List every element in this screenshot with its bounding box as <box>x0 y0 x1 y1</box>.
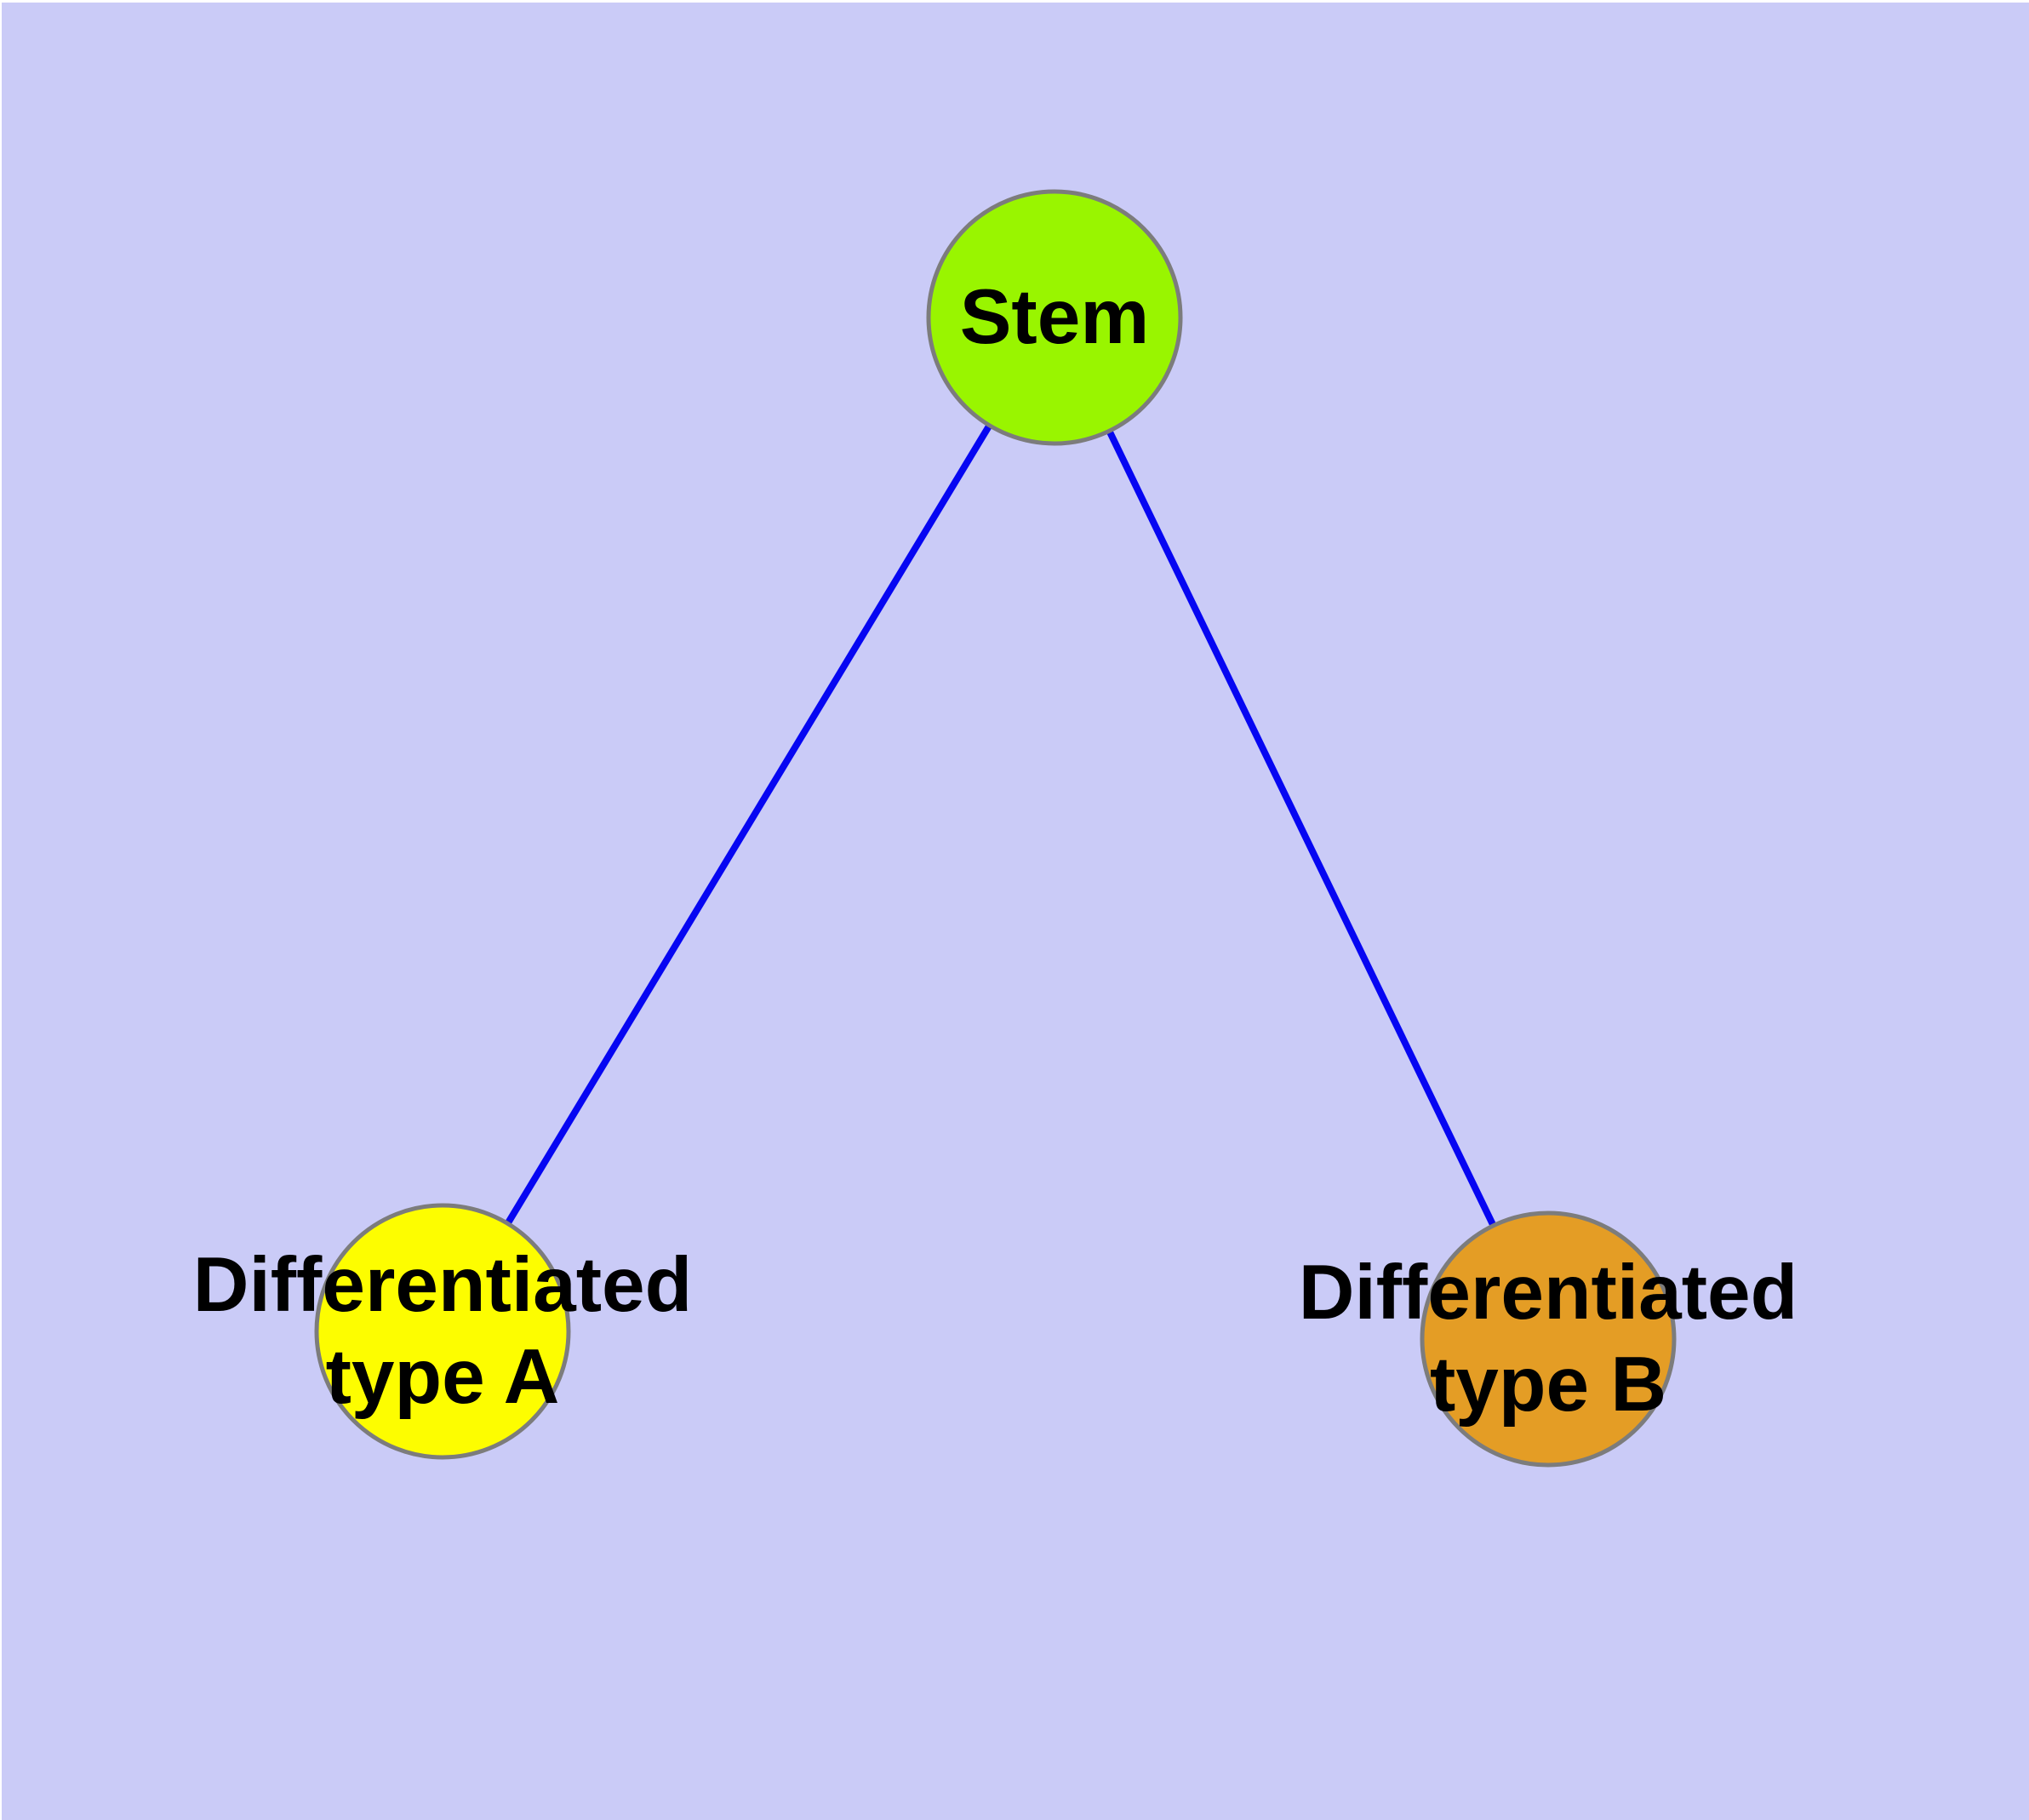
edge-layer <box>439 315 1552 1341</box>
node-layer <box>314 189 1677 1468</box>
node-differentiated-type-b[interactable] <box>1420 1210 1677 1468</box>
edge-stem-to-differentiated-type-b <box>1051 316 1552 1341</box>
node-stem[interactable] <box>926 189 1183 446</box>
edge-stem-to-differentiated-type-a <box>439 315 1058 1334</box>
node-differentiated-type-a[interactable] <box>314 1203 571 1460</box>
